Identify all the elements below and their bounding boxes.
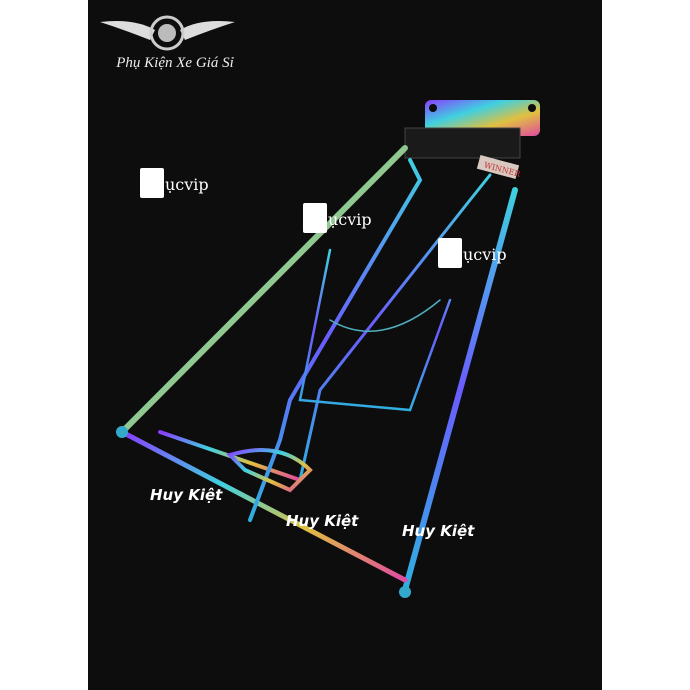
rack-rods [116,145,518,598]
svg-text:ụcvip: ụcvip [463,245,507,264]
svg-text:ụcvip: ụcvip [165,175,209,194]
seller-watermark: Huy Kiệt [286,512,359,530]
mounting-plate: WINNER [404,100,540,179]
seller-watermark: Huy Kiệt [150,486,223,504]
svg-text:ụcvip: ụcvip [328,210,372,229]
shop-watermark-logo: ụcvip ụcvip ụcvip [140,168,507,268]
brand-text: Phụ Kiện Xe Giá Sỉ [116,55,234,71]
brand-logo-icon [100,15,235,51]
seller-watermark: Huy Kiệt [402,522,475,540]
